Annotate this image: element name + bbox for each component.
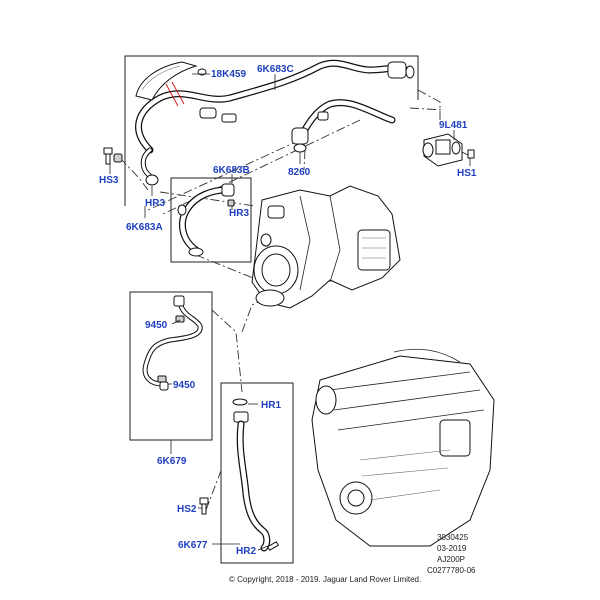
hose-6K683B	[177, 183, 235, 257]
callout-9450-upper[interactable]: 9450	[145, 320, 168, 331]
hose-assembly-6K683C	[135, 59, 415, 186]
assembly-boxes	[124, 55, 419, 564]
callout-HR3-upper[interactable]: HR3	[145, 198, 165, 209]
callout-6K683B[interactable]: 6K683B	[213, 165, 250, 176]
callout-6K683A[interactable]: 6K683A	[126, 222, 163, 233]
callout-9L481[interactable]: 9L481	[439, 120, 468, 131]
meta-date: 03-2019	[437, 544, 467, 553]
box-6K683A	[124, 55, 419, 206]
callout-8260[interactable]: 8260	[288, 167, 311, 178]
callout-18K459[interactable]: 18K459	[211, 69, 246, 80]
box-6K683B	[170, 177, 252, 263]
callout-HR3-lower[interactable]: HR3	[229, 208, 249, 219]
leader-lines	[109, 73, 471, 551]
box-6K677	[220, 382, 294, 564]
copyright-text: © Copyright, 2018 - 2019. Jaguar Land Ro…	[229, 575, 421, 584]
hose-8260	[291, 99, 396, 153]
bolt-icon	[103, 147, 123, 165]
callout-HS2[interactable]: HS2	[177, 504, 197, 515]
callout-HS3[interactable]: HS3	[99, 175, 119, 186]
meta-id: 3030425	[437, 533, 469, 542]
connection-lines	[119, 89, 445, 511]
turbocharger-illustration	[251, 185, 401, 309]
callout-6K677[interactable]: 6K677	[178, 540, 208, 551]
drawing-meta: 3030425 03-2019 AJ200P C0277780-06 © Cop…	[229, 533, 476, 584]
box-6K679	[129, 291, 213, 441]
meta-code: AJ200P	[437, 555, 465, 564]
meta-ref: C0277780-06	[427, 566, 476, 575]
engine-illustration	[311, 348, 495, 547]
callout-6K683C[interactable]: 6K683C	[257, 64, 294, 75]
callout-labels: 18K459 6K683C 9L481 HS3 8260 HS1 6K683B …	[99, 64, 477, 557]
pipe-6K677	[199, 398, 280, 552]
callout-HR1[interactable]: HR1	[261, 400, 281, 411]
callout-6K679[interactable]: 6K679	[157, 456, 187, 467]
callout-HR2[interactable]: HR2	[236, 546, 256, 557]
callout-HS1[interactable]: HS1	[457, 168, 477, 179]
callout-9450-lower[interactable]: 9450	[173, 380, 196, 391]
valve-9L481	[422, 133, 475, 167]
pipe-6K679	[142, 295, 203, 391]
